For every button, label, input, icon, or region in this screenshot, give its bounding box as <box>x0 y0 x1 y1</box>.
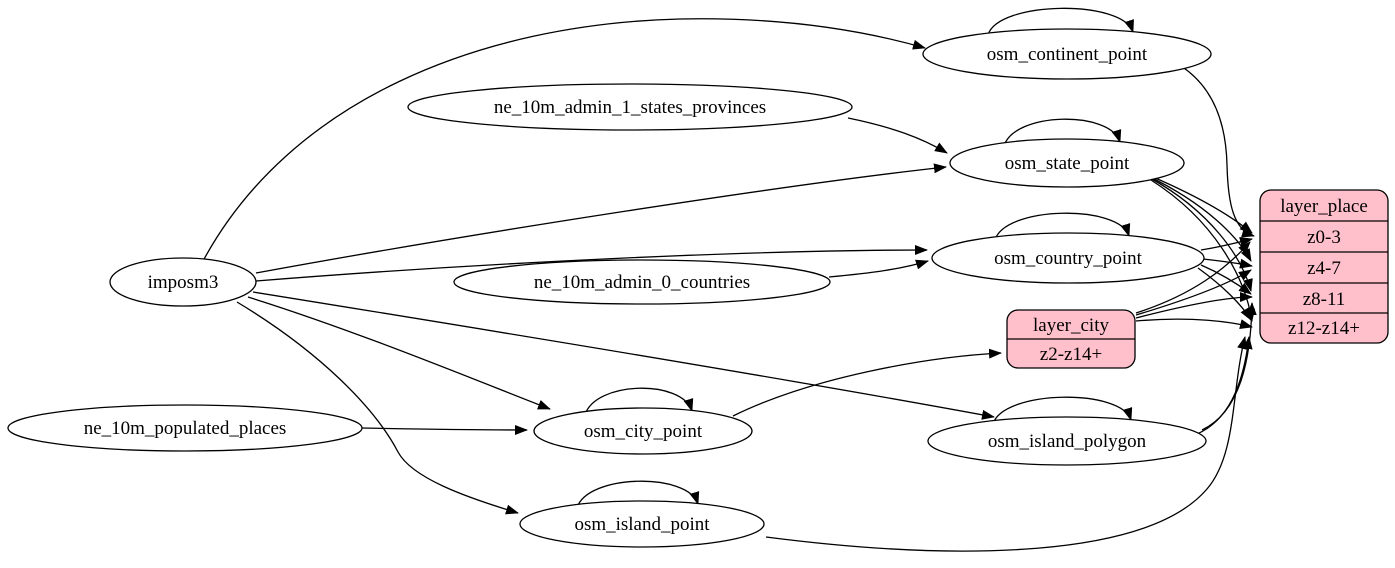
edge-ne_10m_admin_0-to-osm_country_point <box>828 259 929 278</box>
layer_city-row-z2-z14: z2-z14+ <box>1040 344 1102 365</box>
layer_place-box <box>1259 189 1389 344</box>
node-osm_city_point: osm_city_point <box>533 407 753 455</box>
node-ne_10m_populated_places: ne_10m_populated_places <box>7 404 363 452</box>
node-ne_10m_admin_0_countries: ne_10m_admin_0_countries <box>453 259 831 305</box>
osm_continent_point-label: osm_continent_point <box>987 44 1148 65</box>
layer_place-row-z0-3: z0-3 <box>1307 227 1341 248</box>
self-loop-osm_city_point <box>584 387 694 416</box>
layer_place-row-z4-7: z4-7 <box>1307 258 1341 279</box>
edge-imposm3-to-osm_island_polygon <box>252 291 995 420</box>
edge-ne_10m_populated_places-to-osm_city_point <box>361 424 528 435</box>
osm_continent_point-shape <box>922 28 1212 80</box>
edge-osm_country_point-to-layer_place-z4-7 <box>1202 258 1253 269</box>
node-osm_island_point: osm_island_point <box>519 500 765 548</box>
self-loop-osm_island_point <box>576 480 700 509</box>
edge-imposm3-to-osm_island_point <box>236 301 519 515</box>
edge-imposm3-to-osm_city_point <box>247 296 551 410</box>
layer_place-row-z12-z14: z12-z14+ <box>1288 318 1360 339</box>
layer_place-row-z8-11: z8-11 <box>1303 289 1346 310</box>
edge-ne_10m_admin_1-to-osm_state_point <box>847 117 948 154</box>
edge-osm_city_point-to-layer_city <box>732 348 1002 417</box>
osm_city_point-shape <box>533 407 753 455</box>
edge-layer_city-to-layer_place-z4-7 <box>1135 269 1252 316</box>
node-osm_island_polygon: osm_island_polygon <box>927 416 1207 466</box>
edge-imposm3-to-osm_continent_point <box>202 18 926 262</box>
osm_island_polygon-shape <box>927 416 1207 466</box>
ne_10m_admin_0_countries-shape <box>453 259 831 305</box>
ne_10m_admin_1_states_provinces-label: ne_10m_admin_1_states_provinces <box>494 97 766 118</box>
osm_island_polygon-label: osm_island_polygon <box>988 431 1147 452</box>
edge-osm_country_point-to-layer_place-z0-3 <box>1200 237 1253 251</box>
record-layer_city: layer_city z2-z14+ <box>1006 309 1136 369</box>
node-ne_10m_admin_1_states_provinces: ne_10m_admin_1_states_provinces <box>407 83 853 131</box>
edge-layer_city-to-layer_place-z8-11 <box>1135 292 1253 319</box>
ne_10m_admin_1_states_provinces-shape <box>407 83 853 131</box>
edge-osm_country_point-to-layer_place-z8-11 <box>1200 264 1252 295</box>
edge-osm_continent_point-to-layer_place-z0-3 <box>1180 65 1255 238</box>
osm_island_point-label: osm_island_point <box>574 514 710 535</box>
edge-lines <box>202 7 1257 552</box>
node-imposm3: imposm3 <box>109 257 257 307</box>
layer_place-title: layer_place <box>1280 196 1368 217</box>
edge-osm_island_point-to-layer_place-z12-z14 <box>765 336 1247 552</box>
osm_state_point-shape <box>949 138 1185 188</box>
self-loop-osm_continent_point <box>987 7 1134 36</box>
imposm3-label: imposm3 <box>148 272 219 293</box>
self-loop-osm_country_point <box>994 212 1131 241</box>
node-osm_continent_point: osm_continent_point <box>922 28 1212 80</box>
edge-osm_country_point-to-layer_place-z12-z14 <box>1197 267 1252 321</box>
osm_city_point-label: osm_city_point <box>584 421 703 442</box>
node-osm_country_point: osm_country_point <box>931 232 1205 284</box>
ne_10m_populated_places-shape <box>7 404 363 452</box>
osm_state_point-label: osm_state_point <box>1005 153 1130 174</box>
osm_island_point-shape <box>519 500 765 548</box>
imposm3-shape <box>109 257 257 307</box>
edge-imposm3-to-osm_country_point <box>255 245 928 282</box>
edge-layer_city-to-layer_place-z12-z14 <box>1135 318 1253 329</box>
edge-layer_city-to-layer_place-z0-3 <box>1135 241 1251 314</box>
self-loop-osm_state_point <box>1003 118 1122 147</box>
edge-imposm3-to-osm_state_point <box>255 163 947 274</box>
layer_city-title: layer_city <box>1033 315 1109 336</box>
ne_10m_populated_places-label: ne_10m_populated_places <box>84 418 287 439</box>
osm_country_point-label: osm_country_point <box>994 248 1142 269</box>
edge-osm_state_point-to-layer_place-z0-3 <box>1145 173 1253 234</box>
record-layer_place: layer_place z0-3 z4-7 z8-11 z12-z14+ <box>1259 189 1389 344</box>
self-loop-osm_island_polygon <box>992 396 1133 425</box>
osm_country_point-shape <box>931 232 1205 284</box>
node-osm_state_point: osm_state_point <box>949 138 1185 188</box>
ne_10m_admin_0_countries-label: ne_10m_admin_0_countries <box>534 272 750 293</box>
edge-osm_island_polygon-to-layer_place-z12-z14 <box>1196 336 1253 435</box>
